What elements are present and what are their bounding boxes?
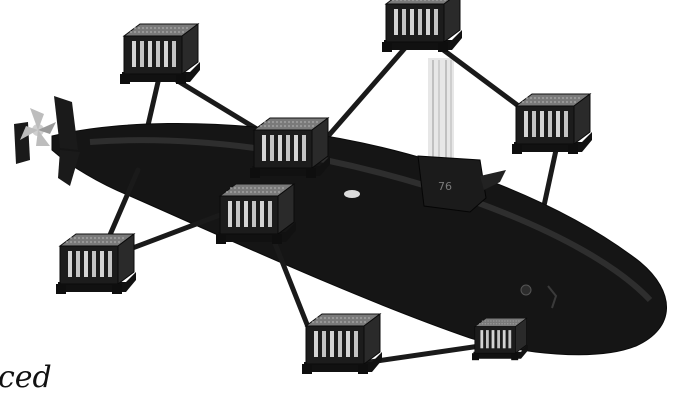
- propeller-icon: [20, 108, 56, 146]
- cable-8-6: [367, 343, 483, 365]
- hull-marking: 76: [438, 180, 452, 193]
- cable-5-8: [269, 233, 317, 345]
- module-1: [119, 23, 201, 85]
- cable-2-3: [313, 37, 415, 153]
- module-2: [381, 0, 463, 53]
- module-7: [55, 233, 137, 295]
- module-6: [471, 317, 529, 361]
- module-5: [215, 183, 297, 245]
- module-4: [511, 93, 593, 155]
- light-beam: [428, 58, 454, 158]
- module-8: [301, 313, 383, 375]
- module-3: [249, 117, 331, 179]
- caption-fragment: ced: [0, 360, 52, 395]
- cable-5-7: [119, 209, 231, 255]
